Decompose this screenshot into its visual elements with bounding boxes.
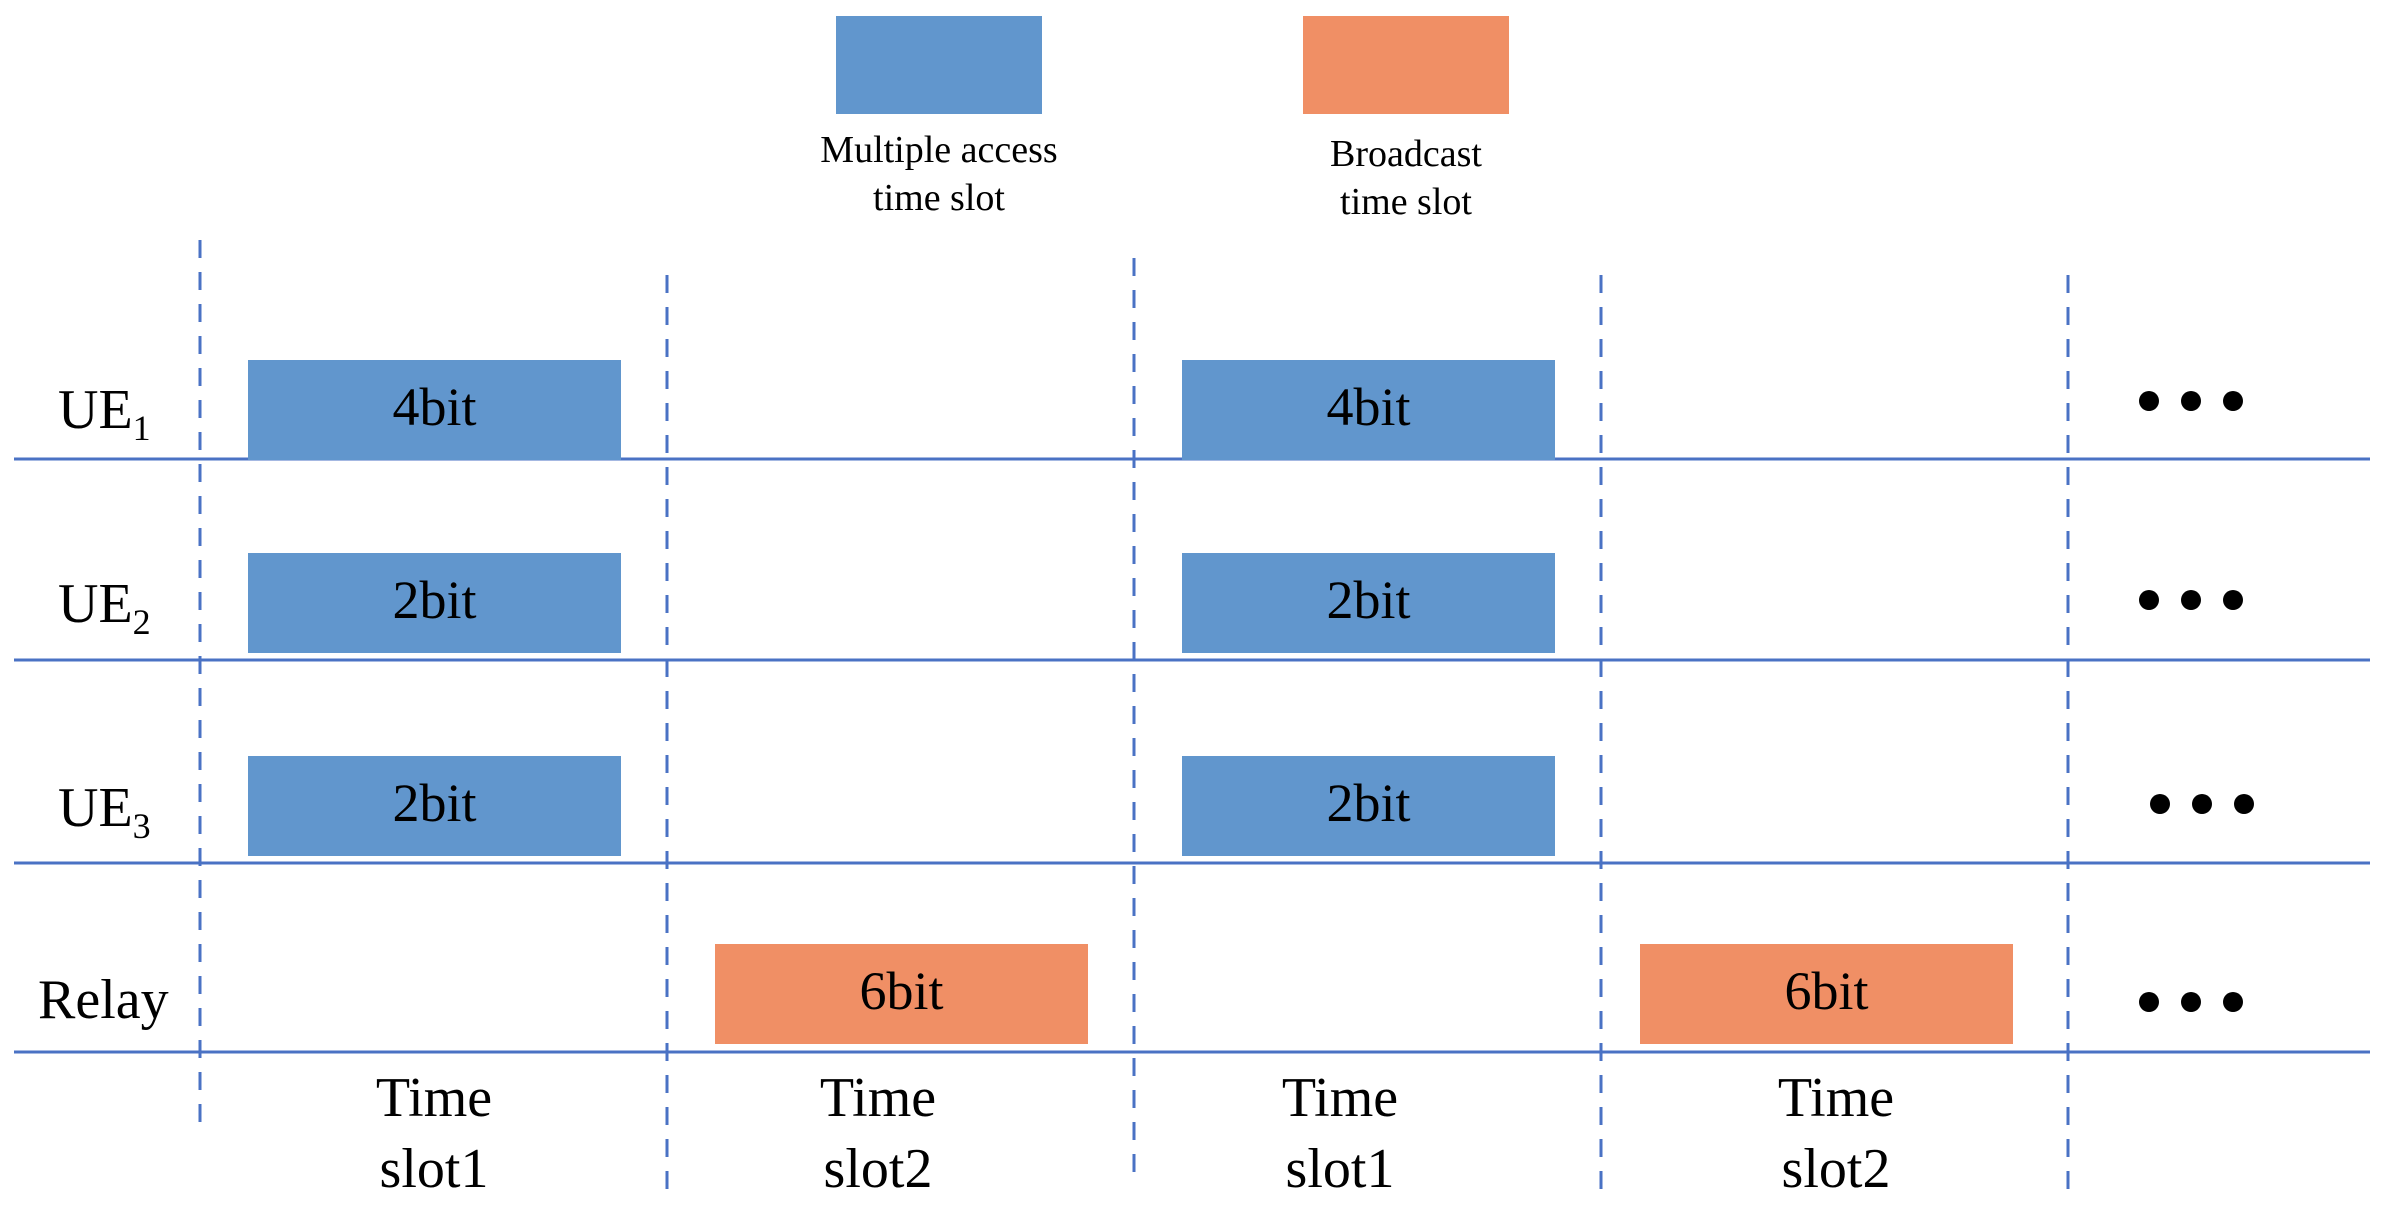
- broadcast-block: [1640, 944, 2013, 1044]
- broadcast-block: [715, 944, 1088, 1044]
- block-label: 2bit: [392, 570, 476, 630]
- slot-label: slot1: [380, 1138, 489, 1200]
- block-label: 2bit: [1326, 570, 1410, 630]
- continuation-dot: [2223, 391, 2243, 411]
- multiple-access-block: [248, 360, 621, 460]
- continuation-dot: [2223, 992, 2243, 1012]
- slot-label: slot1: [1286, 1138, 1395, 1200]
- row-label: Relay: [38, 969, 169, 1031]
- legend-label-broadcast: Broadcast: [1330, 133, 1482, 175]
- row-label-subscript: 3: [133, 806, 151, 846]
- continuation-dot: [2139, 992, 2159, 1012]
- block-label: 6bit: [859, 961, 943, 1021]
- multiple-access-block: [1182, 756, 1555, 856]
- legend-label-multiple-access: time slot: [873, 177, 1005, 219]
- legend-swatch-broadcast: [1303, 16, 1509, 114]
- slot-label: slot2: [824, 1138, 933, 1200]
- block-label: 4bit: [392, 377, 476, 437]
- block-label: 6bit: [1784, 961, 1868, 1021]
- row-label-subscript: 1: [133, 408, 151, 448]
- continuation-dot: [2181, 992, 2201, 1012]
- multiple-access-block: [1182, 553, 1555, 653]
- legend-label-multiple-access: Multiple access: [820, 129, 1057, 171]
- block-label: 2bit: [392, 773, 476, 833]
- continuation-dot: [2234, 794, 2254, 814]
- legend-swatch-multiple-access: [836, 16, 1042, 114]
- continuation-dot: [2181, 590, 2201, 610]
- continuation-dot: [2139, 391, 2159, 411]
- continuation-dot: [2139, 590, 2159, 610]
- slot-label: Time: [1778, 1067, 1894, 1129]
- continuation-dot: [2181, 391, 2201, 411]
- multiple-access-block: [248, 756, 621, 856]
- legend-label-broadcast: time slot: [1340, 181, 1472, 223]
- continuation-dot: [2223, 590, 2243, 610]
- continuation-dot: [2192, 794, 2212, 814]
- multiple-access-block: [248, 553, 621, 653]
- slot-label: Time: [1282, 1067, 1398, 1129]
- continuation-dot: [2150, 794, 2170, 814]
- block-label: 4bit: [1326, 377, 1410, 437]
- multiple-access-block: [1182, 360, 1555, 460]
- row-label-subscript: 2: [133, 602, 151, 642]
- slot-label: Time: [820, 1067, 936, 1129]
- block-label: 2bit: [1326, 773, 1410, 833]
- row-label: UE1: [58, 379, 151, 448]
- slot-label: slot2: [1782, 1138, 1891, 1200]
- row-label: UE2: [58, 573, 151, 642]
- slot-label: Time: [376, 1067, 492, 1129]
- row-label: UE3: [58, 777, 151, 846]
